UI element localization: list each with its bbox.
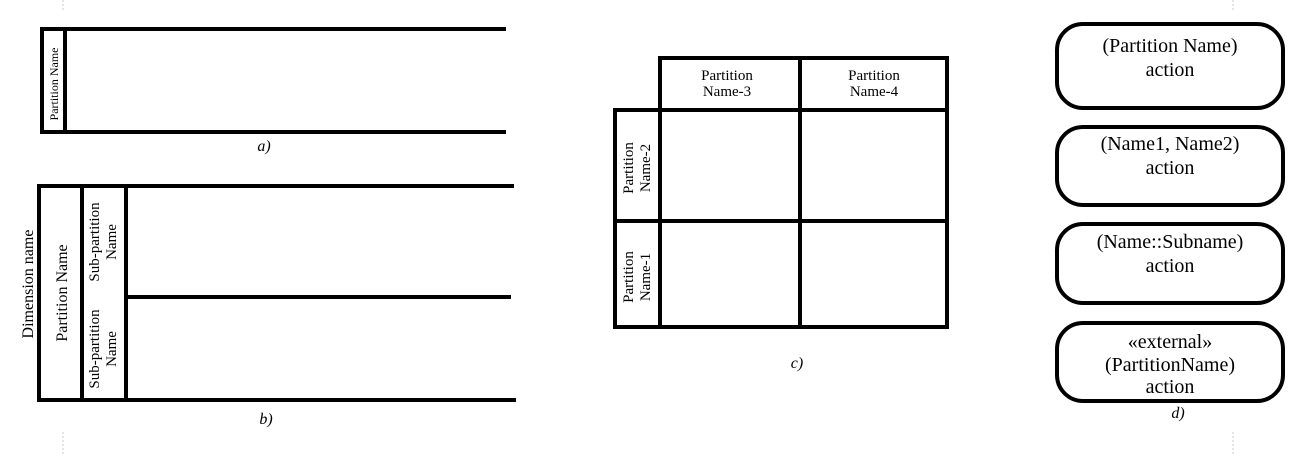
- figure-b-swimlane: [37, 184, 516, 402]
- figure-d-action-boxes: [1055, 22, 1285, 403]
- box1-line1: (Partition Name): [1103, 35, 1238, 57]
- page-margin-marks: [62, 0, 1234, 454]
- figure-c-col1-line1: Partition: [701, 68, 753, 84]
- action-box-4: [1055, 321, 1285, 403]
- box4-line3: action: [1146, 376, 1195, 398]
- box4-line2: (PartitionName): [1105, 354, 1235, 376]
- figure-c-row1-line1: Partition: [621, 142, 637, 194]
- figure-b-subpartition-top-line1: Sub-partition: [87, 202, 103, 282]
- action-box-1: [1055, 22, 1285, 110]
- figure-a-swimlane: [40, 27, 506, 134]
- figure-c-col2-line2: Name-4: [850, 84, 899, 100]
- figure-b-caption: b): [259, 411, 272, 428]
- figure-c-col2-line1: Partition: [848, 68, 900, 84]
- figure-c-caption: c): [791, 355, 803, 372]
- figure-a-caption: a): [257, 138, 270, 155]
- figure-c-col1-line2: Name-3: [703, 84, 751, 100]
- figure-b-dimension-label: Dimension name: [20, 230, 37, 339]
- figure-b-subpartition-bottom-line1: Sub-partition: [87, 309, 103, 389]
- figure-c-row2-line2: Name-1: [638, 253, 654, 301]
- box1-line2: action: [1146, 59, 1195, 81]
- action-box-3: [1055, 222, 1285, 305]
- figure-c-matrix: [613, 56, 949, 329]
- box4-line1: «external»: [1128, 331, 1212, 353]
- figure-b-subpartition-top-line2: Name: [104, 224, 120, 260]
- figure-d-caption: d): [1171, 405, 1184, 422]
- figure-b-partition-label: Partition Name: [54, 244, 71, 341]
- action-box-2: [1055, 125, 1285, 207]
- box3-line1: (Name::Subname): [1097, 231, 1244, 253]
- box3-line2: action: [1146, 255, 1195, 277]
- box2-line1: (Name1, Name2): [1101, 133, 1240, 155]
- figure-c-row1-line2: Name-2: [638, 144, 654, 192]
- figure-b-subpartition-bottom-line2: Name: [104, 331, 120, 367]
- figure-a-partition-label: Partition Name: [47, 48, 61, 121]
- figure-c-row2-line1: Partition: [621, 251, 637, 303]
- box2-line2: action: [1146, 157, 1195, 179]
